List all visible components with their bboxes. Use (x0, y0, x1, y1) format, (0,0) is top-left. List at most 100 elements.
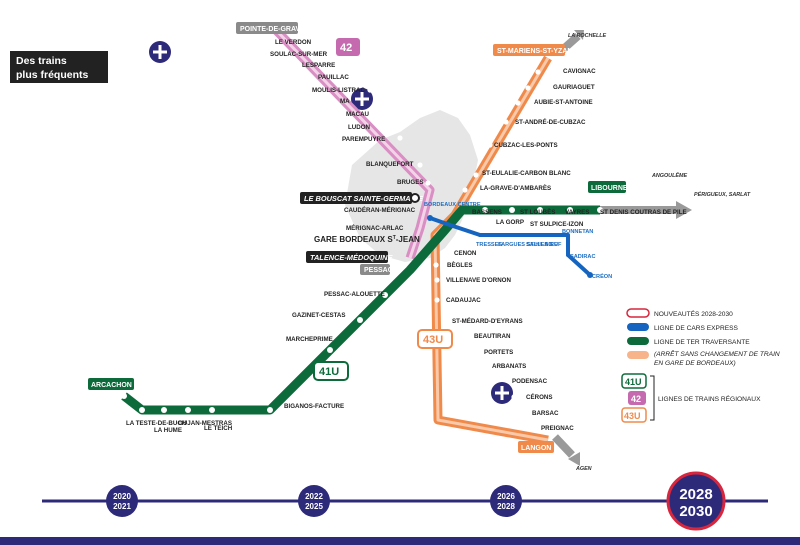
station-soulac: SOULAC-SUR-MER (270, 51, 328, 58)
express-bordeaux-centre: BORDEAUX CENTRE (424, 202, 481, 208)
map-label: 2028 (679, 486, 712, 503)
station-la-hume: LA HUME (154, 427, 182, 434)
map-label: 43U (423, 334, 443, 346)
map-label: 2021 (113, 502, 131, 511)
line-41u-dots (121, 207, 603, 413)
station-arbanats: ARBANATS (492, 363, 526, 370)
express-sadirac: SADIRAC (570, 254, 595, 260)
station-cubzac: CUBZAC-LES-PONTS (494, 142, 558, 149)
timeline-2022-2025: 2022 2025 (298, 485, 330, 517)
station-ludon: LUDON (348, 124, 371, 131)
header-line1: Des trains (16, 55, 67, 67)
plus-icon (351, 88, 373, 110)
terminal-langon: LANGON (518, 441, 554, 453)
terminal-arcachon: ARCACHON (88, 378, 134, 390)
station-ma: MA (340, 98, 350, 105)
map-label: 42 (340, 42, 352, 54)
station-le-teich: LE TEICH (204, 425, 233, 432)
legend-ter: LIGNE DE TER TRAVERSANTE (654, 339, 750, 346)
station-st-medard: ST-MÉDARD-D'EYRANS (452, 317, 523, 325)
terminal-libourne: LIBOURNE (588, 181, 628, 193)
station-ste-eulalie: ST-EULALIE-CARBON BLANC (482, 170, 571, 177)
station-lesparre: LESPARRE (302, 62, 335, 69)
station-la-grave: LA-GRAVE-D'AMBARÈS (480, 184, 551, 192)
ext-angouleme: ANGOULÊME (651, 171, 687, 179)
station-biganos: BIGANOS-FACTURE (284, 403, 344, 410)
timeline-2026-2028: 2026 2028 (490, 485, 522, 517)
station-la-teste: LA TESTE-DE-BUCH (126, 420, 187, 427)
map-label: ARCACHON (91, 382, 132, 389)
station-moulis: MOULIS-LISTRAC (312, 87, 365, 94)
ext-agen: AGEN (575, 466, 592, 472)
station-pessac-alouette: PESSAC-ALOUETTE (324, 291, 385, 298)
express-dots (427, 215, 593, 278)
station-cadaujac: CADAUJAC (446, 297, 481, 304)
map-label: 2028 (497, 502, 515, 511)
arrow-heads (568, 30, 692, 466)
map-label: LANGON (521, 445, 551, 452)
station-bruges: BRUGES (397, 179, 423, 186)
express-fargues: FARGUES ST-HILAIRE (498, 242, 558, 248)
station-gare-bordeaux: GARE BORDEAUX ST-JEAN (314, 235, 420, 244)
station-st-sulpice: ST SULPICE-IZON (530, 221, 584, 228)
station-portets: PORTETS (484, 349, 513, 356)
station-macau: MACAU (346, 111, 370, 118)
map-label: GARE BORDEAUX ST-JEAN (314, 235, 420, 244)
map-label: 41U (319, 366, 339, 378)
express-bonnetan: BONNETAN (562, 229, 593, 235)
express-track (429, 216, 592, 277)
map-label: 2030 (679, 503, 712, 520)
station-gazinet: GAZINET-CESTAS (292, 312, 346, 319)
station-cauderan: CAUDÉRAN-MÉRIGNAC (344, 206, 416, 214)
legend-cars: LIGNE DE CARS EXPRESS (654, 325, 739, 332)
ext-la-rochelle: LA ROCHELLE (568, 33, 607, 39)
station-st-loubes: ST LOUBÈS (520, 208, 555, 216)
express-salleboeuf: SALLEBŒUF (526, 242, 562, 248)
legend: NOUVEAUTÉS 2028-2030 LIGNE DE CARS EXPRE… (621, 308, 780, 423)
legend-ter-note1: (ARRÊT SANS CHANGEMENT DE TRAIN (654, 349, 780, 358)
map-label: LE BOUSCAT SAINTE-GERMAINE (304, 194, 424, 203)
station-gujan: GUJAN-MESTRAS (178, 420, 232, 427)
station-cavignac: CAVIGNAC (563, 68, 596, 75)
station-aubie: AUBIE-ST-ANTOINE (534, 99, 593, 106)
legend-ter-note2: EN GARE DE BORDEAUX) (654, 360, 736, 367)
station-la-gorp: LA GORP (496, 219, 524, 226)
station-podensac: PODENSAC (512, 378, 548, 385)
station-st-andre: ST-ANDRÉ-DE-CUBZAC (515, 118, 586, 126)
station-cenon: CENON (454, 250, 477, 257)
terminal-pointe-de-grave: POINTE-DE-GRAVE (236, 22, 305, 34)
map-label: 42 (631, 394, 641, 404)
legend-new: NOUVEAUTÉS 2028-2030 (654, 309, 733, 318)
map-label: 41U (625, 377, 642, 387)
terminal-talence: TALENCE-MÉDOQUINE (306, 251, 393, 263)
map-label: PESSAC (364, 267, 393, 274)
express-tresses: TRESSES (476, 242, 502, 248)
timeline-2028-2030: 2028 2030 (666, 471, 726, 531)
station-barsac: BARSAC (532, 410, 559, 417)
line-43u-dots (433, 69, 541, 430)
map-label: 2025 (305, 502, 323, 511)
station-merignac-arlac: MÉRIGNAC-ARLAC (346, 224, 404, 232)
station-gauriaguet: GAURIAGUET (553, 84, 595, 91)
terminal-st-mariens: ST-MARIENS-ST-YZAN (493, 44, 572, 56)
station-st-denis: ST DENIS COUTRAS DE PILE (600, 209, 687, 216)
ext-perigueux: PÉRIGUEUX, SARLAT (694, 190, 751, 198)
plus-icon (491, 382, 513, 404)
terminal-le-bouscat: LE BOUSCAT SAINTE-GERMAINE (300, 192, 424, 204)
header-box (10, 51, 108, 83)
map-label: POINTE-DE-GRAVE (240, 26, 305, 33)
map-label: 2026 (497, 492, 515, 501)
map-label: 2022 (305, 492, 323, 501)
station-beautiran: BEAUTIRAN (474, 333, 511, 340)
badge-43u: 43U (417, 329, 453, 349)
station-begles: BÈGLES (447, 261, 472, 269)
terminal-pessac: PESSAC (360, 264, 393, 275)
station-bassens: BASSENS (472, 209, 502, 216)
map-label: 2020 (113, 492, 131, 501)
station-marcheprime: MARCHEPRIME (286, 336, 333, 343)
badge-42: 42 (336, 38, 360, 56)
legend-regional: LIGNES DE TRAINS RÉGIONAUX (658, 394, 761, 403)
map-label: TALENCE-MÉDOQUINE (310, 253, 393, 262)
station-pauillac: PAUILLAC (318, 74, 349, 81)
